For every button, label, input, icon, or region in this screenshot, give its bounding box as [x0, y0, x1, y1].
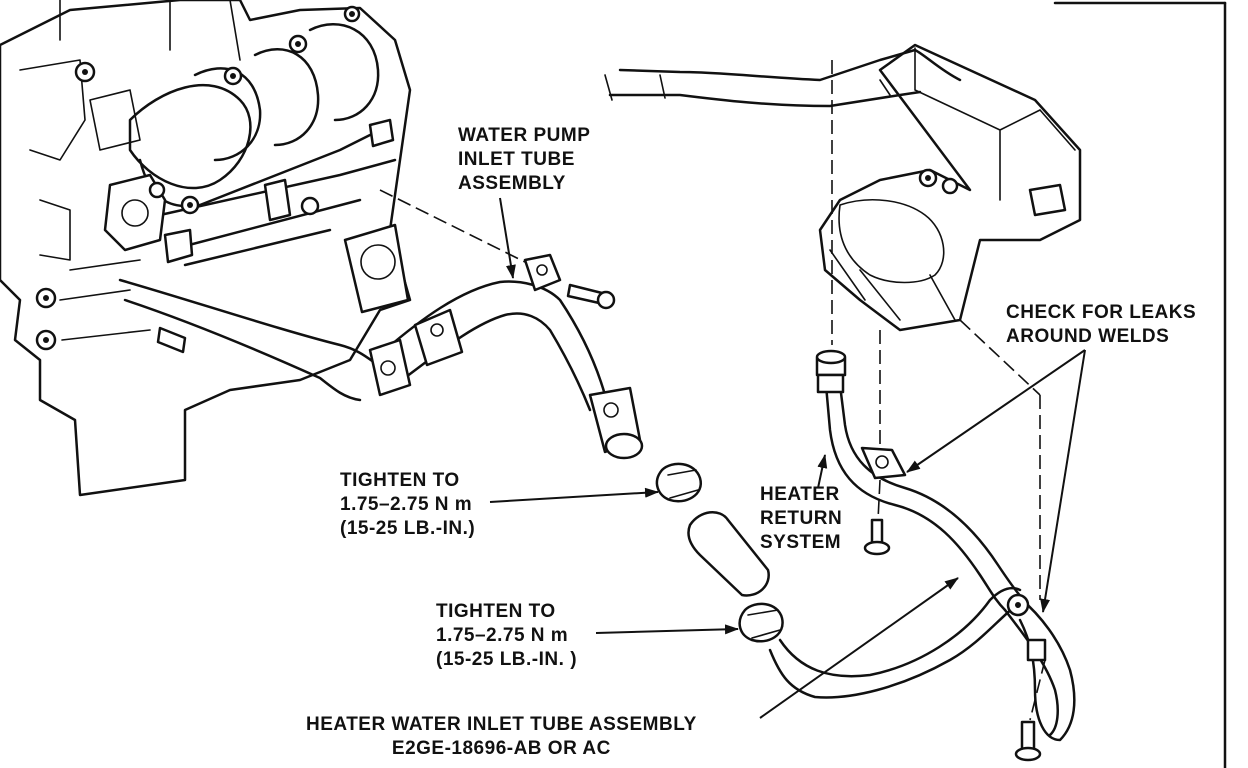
label-tighten-lower-clamp: TIGHTEN TO 1.75–2.75 N m (15-25 LB.-IN. …	[436, 600, 577, 672]
label-line: RETURN	[760, 508, 843, 529]
label-line: SYSTEM	[760, 532, 842, 553]
label-line: 1.75–2.75 N m	[340, 494, 473, 515]
label-heater-water-inlet-tube: HEATER WATER INLET TUBE ASSEMBLY E2GE-18…	[306, 713, 697, 761]
label-line: TIGHTEN TO	[340, 470, 460, 491]
label-line: E2GE-18696-AB OR AC	[391, 738, 611, 759]
label-line: (15-25 LB.-IN. )	[436, 649, 578, 670]
label-line: 1.75–2.75 N m	[436, 625, 569, 646]
label-tighten-upper-clamp: TIGHTEN TO 1.75–2.75 N m (15-25 LB.-IN.)	[340, 469, 475, 541]
heater-hose-assembly	[655, 462, 1027, 699]
engine-block	[0, 0, 412, 497]
label-line: WATER PUMP	[458, 125, 591, 146]
label-line: AROUND WELDS	[1006, 326, 1170, 347]
heater-return-system	[604, 43, 1082, 762]
label-line: HEATER	[760, 484, 840, 505]
label-water-pump-inlet-tube: WATER PUMP INLET TUBE ASSEMBLY	[458, 124, 590, 196]
label-heater-return-system: HEATER RETURN SYSTEM	[760, 483, 842, 555]
label-line: ASSEMBLY	[458, 173, 566, 194]
label-line: INLET TUBE	[458, 149, 575, 170]
water-pump-inlet-tube	[368, 253, 644, 460]
leader-lines	[489, 197, 1086, 719]
label-line: TIGHTEN TO	[436, 601, 556, 622]
label-line: (15-25 LB.-IN.)	[340, 518, 476, 539]
alignment-dashed-lines	[379, 60, 1046, 721]
label-check-for-leaks: CHECK FOR LEAKS AROUND WELDS	[1006, 301, 1196, 349]
label-line: CHECK FOR LEAKS	[1006, 302, 1197, 323]
label-line: HEATER WATER INLET TUBE ASSEMBLY	[306, 714, 697, 735]
